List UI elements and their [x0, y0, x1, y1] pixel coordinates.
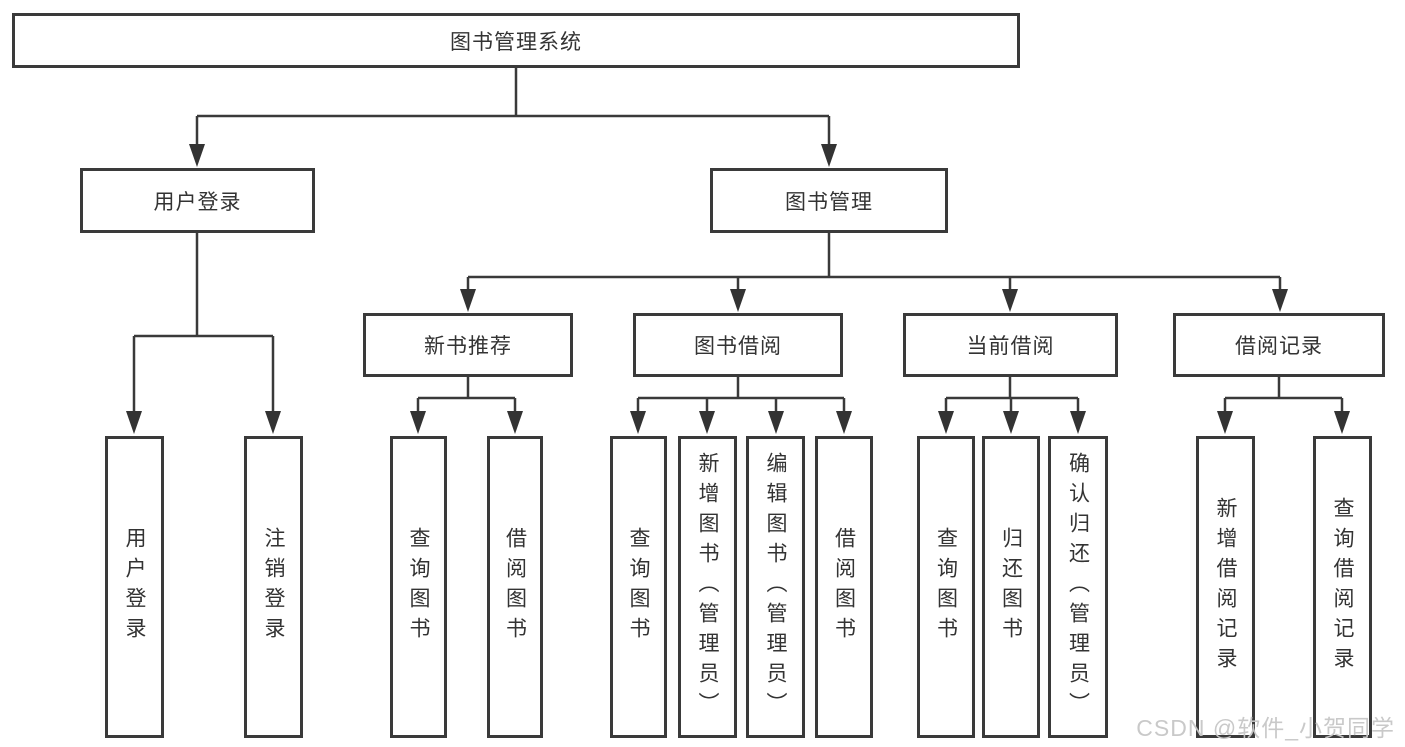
leaf-query-borrow-record: 查询借阅记录	[1313, 436, 1372, 738]
node-user-login: 用户登录	[80, 168, 315, 233]
leaf-query-book-borrow: 查询图书	[610, 436, 667, 738]
leaf-add-book-admin: 新增图书（管理员）	[678, 436, 737, 738]
node-new-book-recommend: 新书推荐	[363, 313, 573, 377]
node-borrow-records: 借阅记录	[1173, 313, 1385, 377]
node-library-system: 图书管理系统	[12, 13, 1020, 68]
leaf-borrow-book: 借阅图书	[815, 436, 873, 738]
leaf-edit-book-admin: 编辑图书（管理员）	[746, 436, 805, 738]
csdn-watermark: CSDN @软件_小贺同学	[1136, 715, 1395, 741]
leaf-borrow-book-recommend: 借阅图书	[487, 436, 543, 738]
leaf-add-borrow-record: 新增借阅记录	[1196, 436, 1255, 738]
leaf-user-login: 用户登录	[105, 436, 164, 738]
node-book-management: 图书管理	[710, 168, 948, 233]
leaf-return-book: 归还图书	[982, 436, 1040, 738]
leaf-query-book-recommend: 查询图书	[390, 436, 447, 738]
leaf-logout: 注销登录	[244, 436, 303, 738]
leaf-query-book-current: 查询图书	[917, 436, 975, 738]
node-current-borrow: 当前借阅	[903, 313, 1118, 377]
node-book-borrow: 图书借阅	[633, 313, 843, 377]
leaf-confirm-return-admin: 确认归还（管理员）	[1048, 436, 1108, 738]
